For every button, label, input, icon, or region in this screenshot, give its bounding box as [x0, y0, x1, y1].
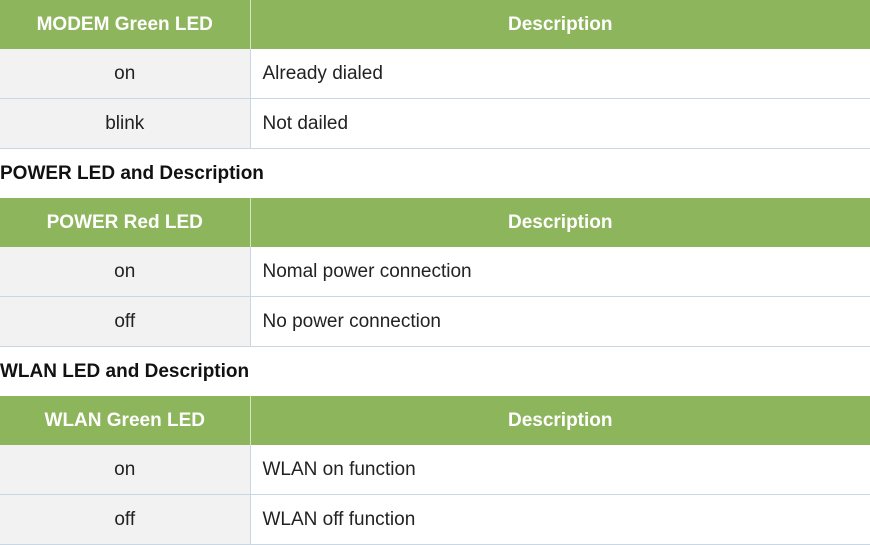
table-header-row: WLAN Green LED Description: [0, 396, 870, 445]
table-row: blink Not dailed: [0, 98, 870, 149]
table-row: off No power connection: [0, 296, 870, 347]
led-state-cell: on: [0, 49, 251, 99]
led-state-cell: on: [0, 445, 251, 495]
column-header-description: Description: [250, 198, 870, 247]
wlan-section-heading: WLAN LED and Description: [0, 361, 250, 382]
column-header-led: POWER Red LED: [0, 198, 251, 247]
table-header-row: MODEM Green LED Description: [0, 0, 870, 49]
column-header-description: Description: [250, 396, 870, 445]
led-description-cell: No power connection: [250, 296, 870, 347]
table-row: on WLAN on function: [0, 445, 870, 495]
wlan-led-table: WLAN Green LED Description on WLAN on fu…: [0, 396, 870, 545]
led-description-cell: Nomal power connection: [250, 247, 870, 297]
power-section-heading: POWER LED and Description: [0, 163, 264, 184]
table-header-row: POWER Red LED Description: [0, 198, 870, 247]
led-description-cell: Already dialed: [250, 49, 870, 99]
led-description-cell: Not dailed: [250, 98, 870, 149]
led-state-cell: on: [0, 247, 251, 297]
power-led-table: POWER Red LED Description on Nomal power…: [0, 198, 870, 347]
column-header-led: WLAN Green LED: [0, 396, 251, 445]
led-state-cell: blink: [0, 98, 251, 149]
table-row: on Already dialed: [0, 49, 870, 99]
column-header-led: MODEM Green LED: [0, 0, 251, 49]
modem-led-table: MODEM Green LED Description on Already d…: [0, 0, 870, 149]
table-row: off WLAN off function: [0, 494, 870, 545]
led-description-cell: WLAN on function: [250, 445, 870, 495]
column-header-description: Description: [250, 0, 870, 49]
led-state-cell: off: [0, 494, 251, 545]
table-row: on Nomal power connection: [0, 247, 870, 297]
led-state-cell: off: [0, 296, 251, 347]
led-description-cell: WLAN off function: [250, 494, 870, 545]
